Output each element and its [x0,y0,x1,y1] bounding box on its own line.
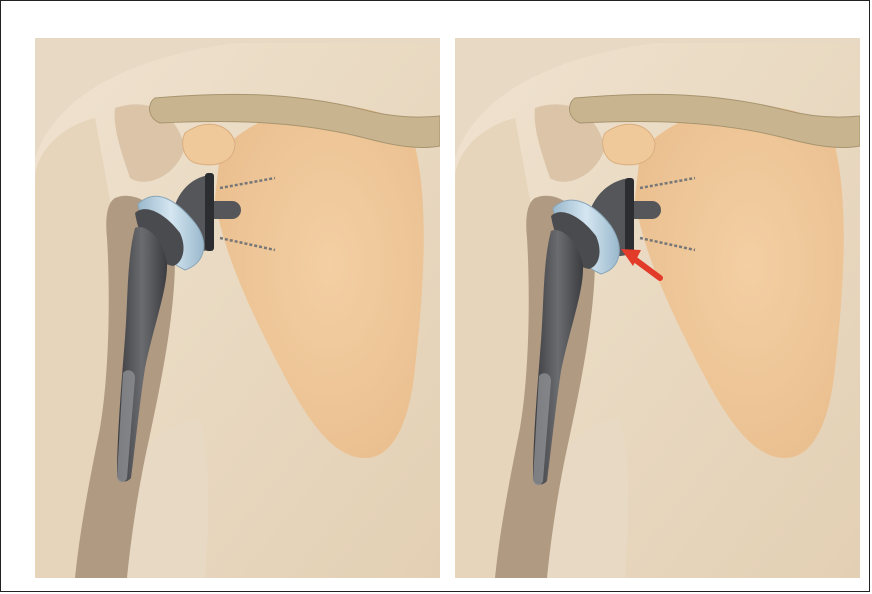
baseplate [205,173,214,251]
baseplate [625,178,634,256]
shoulder-illustration-b [455,38,860,578]
panel-a-illustration [35,38,440,578]
coracoid [183,124,235,165]
coracoid [603,124,655,165]
shoulder-illustration-a [35,38,440,578]
panel-b-illustration [455,38,860,578]
